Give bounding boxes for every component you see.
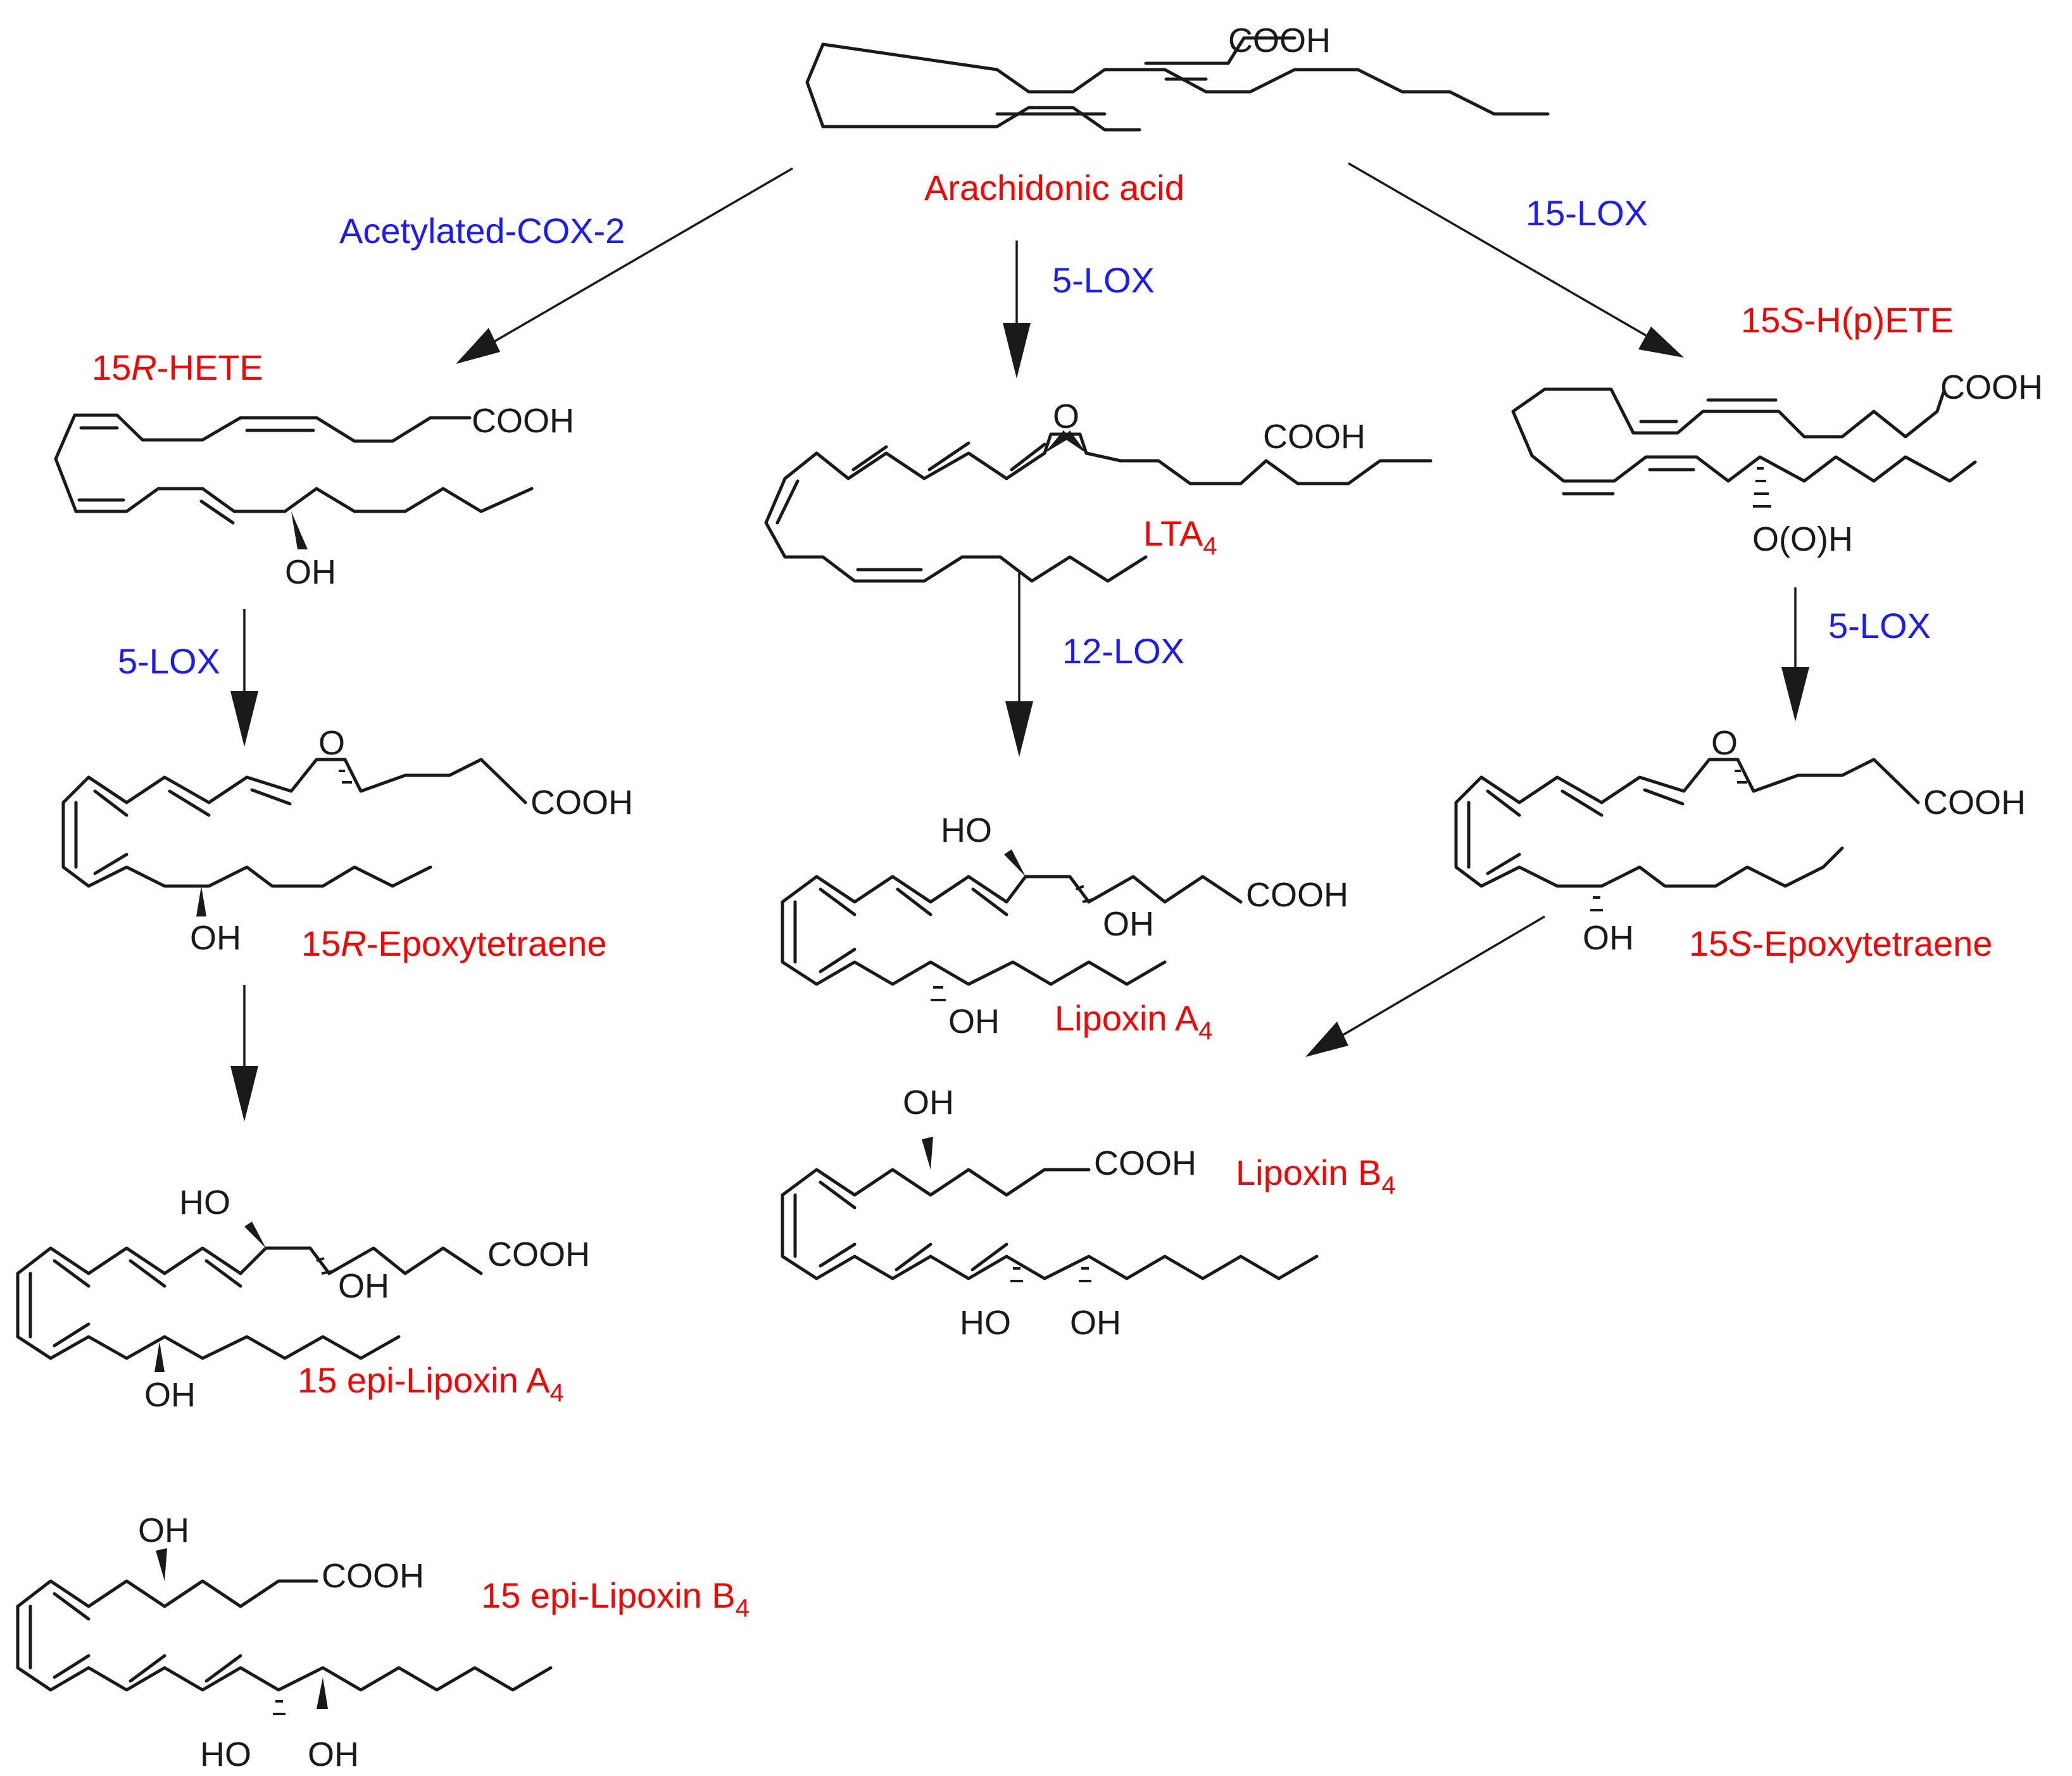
epi-lxa4-ho-label: HO [179,1184,230,1222]
epi-lxb4-ho-label: HO [200,1735,251,1773]
atom-labels: COOH COOH OH COOH O COOH O(O)H COOH O OH… [138,22,2043,1773]
label-15-epi-lipoxin-b4: 15 epi-Lipoxin B4 [481,1575,750,1622]
structure-15s-epoxytetraene [1454,758,1920,911]
epi-lxb4-oh-top-label: OH [138,1511,189,1549]
aa-cooh-label: COOH [1228,22,1331,59]
structure-lipoxin-a4 [781,849,1243,1001]
enzyme-5lox-center: 5-LOX [1052,260,1155,300]
label-15r-epoxytetraene: 15R-Epoxytetraene [301,923,607,963]
r-epoxy-o-label: O [318,724,345,762]
lxb4-oh-top-label: OH [903,1084,954,1122]
structure-lta4 [764,430,1433,583]
arrow-epoxytetraene-to-epi-lxa4 [230,985,258,1122]
reaction-arrows [230,162,1809,1122]
arrow-5lox-left [230,609,258,747]
enzyme-12lox: 12-LOX [1062,631,1184,671]
structure-15-epi-lipoxin-a4 [16,1222,483,1372]
hete-oh-label: OH [285,553,336,591]
enzyme-5lox-right: 5-LOX [1828,606,1931,646]
label-15s-epoxytetraene: 15S-Epoxytetraene [1689,923,1992,963]
enzyme-names: Acetylated-COX-2 5-LOX 15-LOX 5-LOX 12-L… [118,193,1931,681]
epi-lxb4-oh-label: OH [308,1735,359,1773]
lta4-epoxide-o-label: O [1053,397,1079,435]
epi-lxa4-cooh-label: COOH [487,1235,590,1273]
arrow-5lox-right [1781,587,1809,722]
s-epoxy-o-label: O [1711,724,1738,762]
s-epoxy-oh-label: OH [1583,919,1634,957]
arrow-15lox [1348,162,1684,358]
s-epoxy-cooh-label: COOH [1923,784,2026,822]
lxa4-oh2-label: OH [948,1003,1000,1041]
hpete-ooh-label: O(O)H [1752,520,1853,558]
lxa4-oh-label: OH [1103,905,1154,943]
lxa4-cooh-label: COOH [1246,876,1348,914]
enzyme-acetylated-cox2: Acetylated-COX-2 [339,211,625,251]
label-lipoxin-a4: Lipoxin A4 [1055,998,1213,1045]
structure-15r-hete [54,413,534,549]
arrow-acetylated-cox2 [456,167,793,364]
label-15-epi-lipoxin-a4: 15 epi-Lipoxin A4 [298,1360,564,1407]
lxb4-ho-label: HO [960,1304,1011,1342]
arrow-epoxytetraene-to-lxb4 [1305,915,1545,1057]
label-15r-hete: 15R-HETE [92,347,263,387]
structure-15s-hpete [1511,387,1977,508]
label-lta4: LTA4 [1143,513,1217,560]
lxb4-oh-label: OH [1070,1304,1121,1342]
r-epoxy-oh-label: OH [190,919,241,957]
enzyme-15lox: 15-LOX [1526,193,1648,233]
lta4-cooh-label: COOH [1263,418,1366,456]
arrow-12lox [1005,573,1033,757]
arrow-5lox-center [1003,241,1031,378]
epi-lxa4-oh2-label: OH [144,1376,196,1414]
structure-lipoxin-b4 [781,1137,1319,1282]
structure-arachidonic-acid [805,36,1550,132]
lxa4-ho-label: HO [941,811,992,849]
compound-names: Arachidonic acid 15R-HETE LTA4 15S-H(p)E… [92,168,1992,1622]
lxb4-cooh-label: COOH [1094,1144,1196,1182]
enzyme-5lox-left: 5-LOX [118,641,220,681]
label-lipoxin-b4: Lipoxin B4 [1236,1153,1396,1199]
structure-15-epi-lipoxin-b4 [16,1548,553,1715]
hpete-cooh-label: COOH [1940,368,2043,406]
structure-15r-epoxytetraene [61,758,527,916]
label-arachidonic-acid: Arachidonic acid [924,168,1184,208]
r-epoxy-cooh-label: COOH [531,784,633,822]
epi-lxb4-cooh-label: COOH [322,1557,424,1595]
epi-lxa4-oh-label: OH [338,1267,389,1305]
label-15s-hpete: 15S-H(p)ETE [1741,300,1954,340]
hete-cooh-label: COOH [472,402,574,440]
